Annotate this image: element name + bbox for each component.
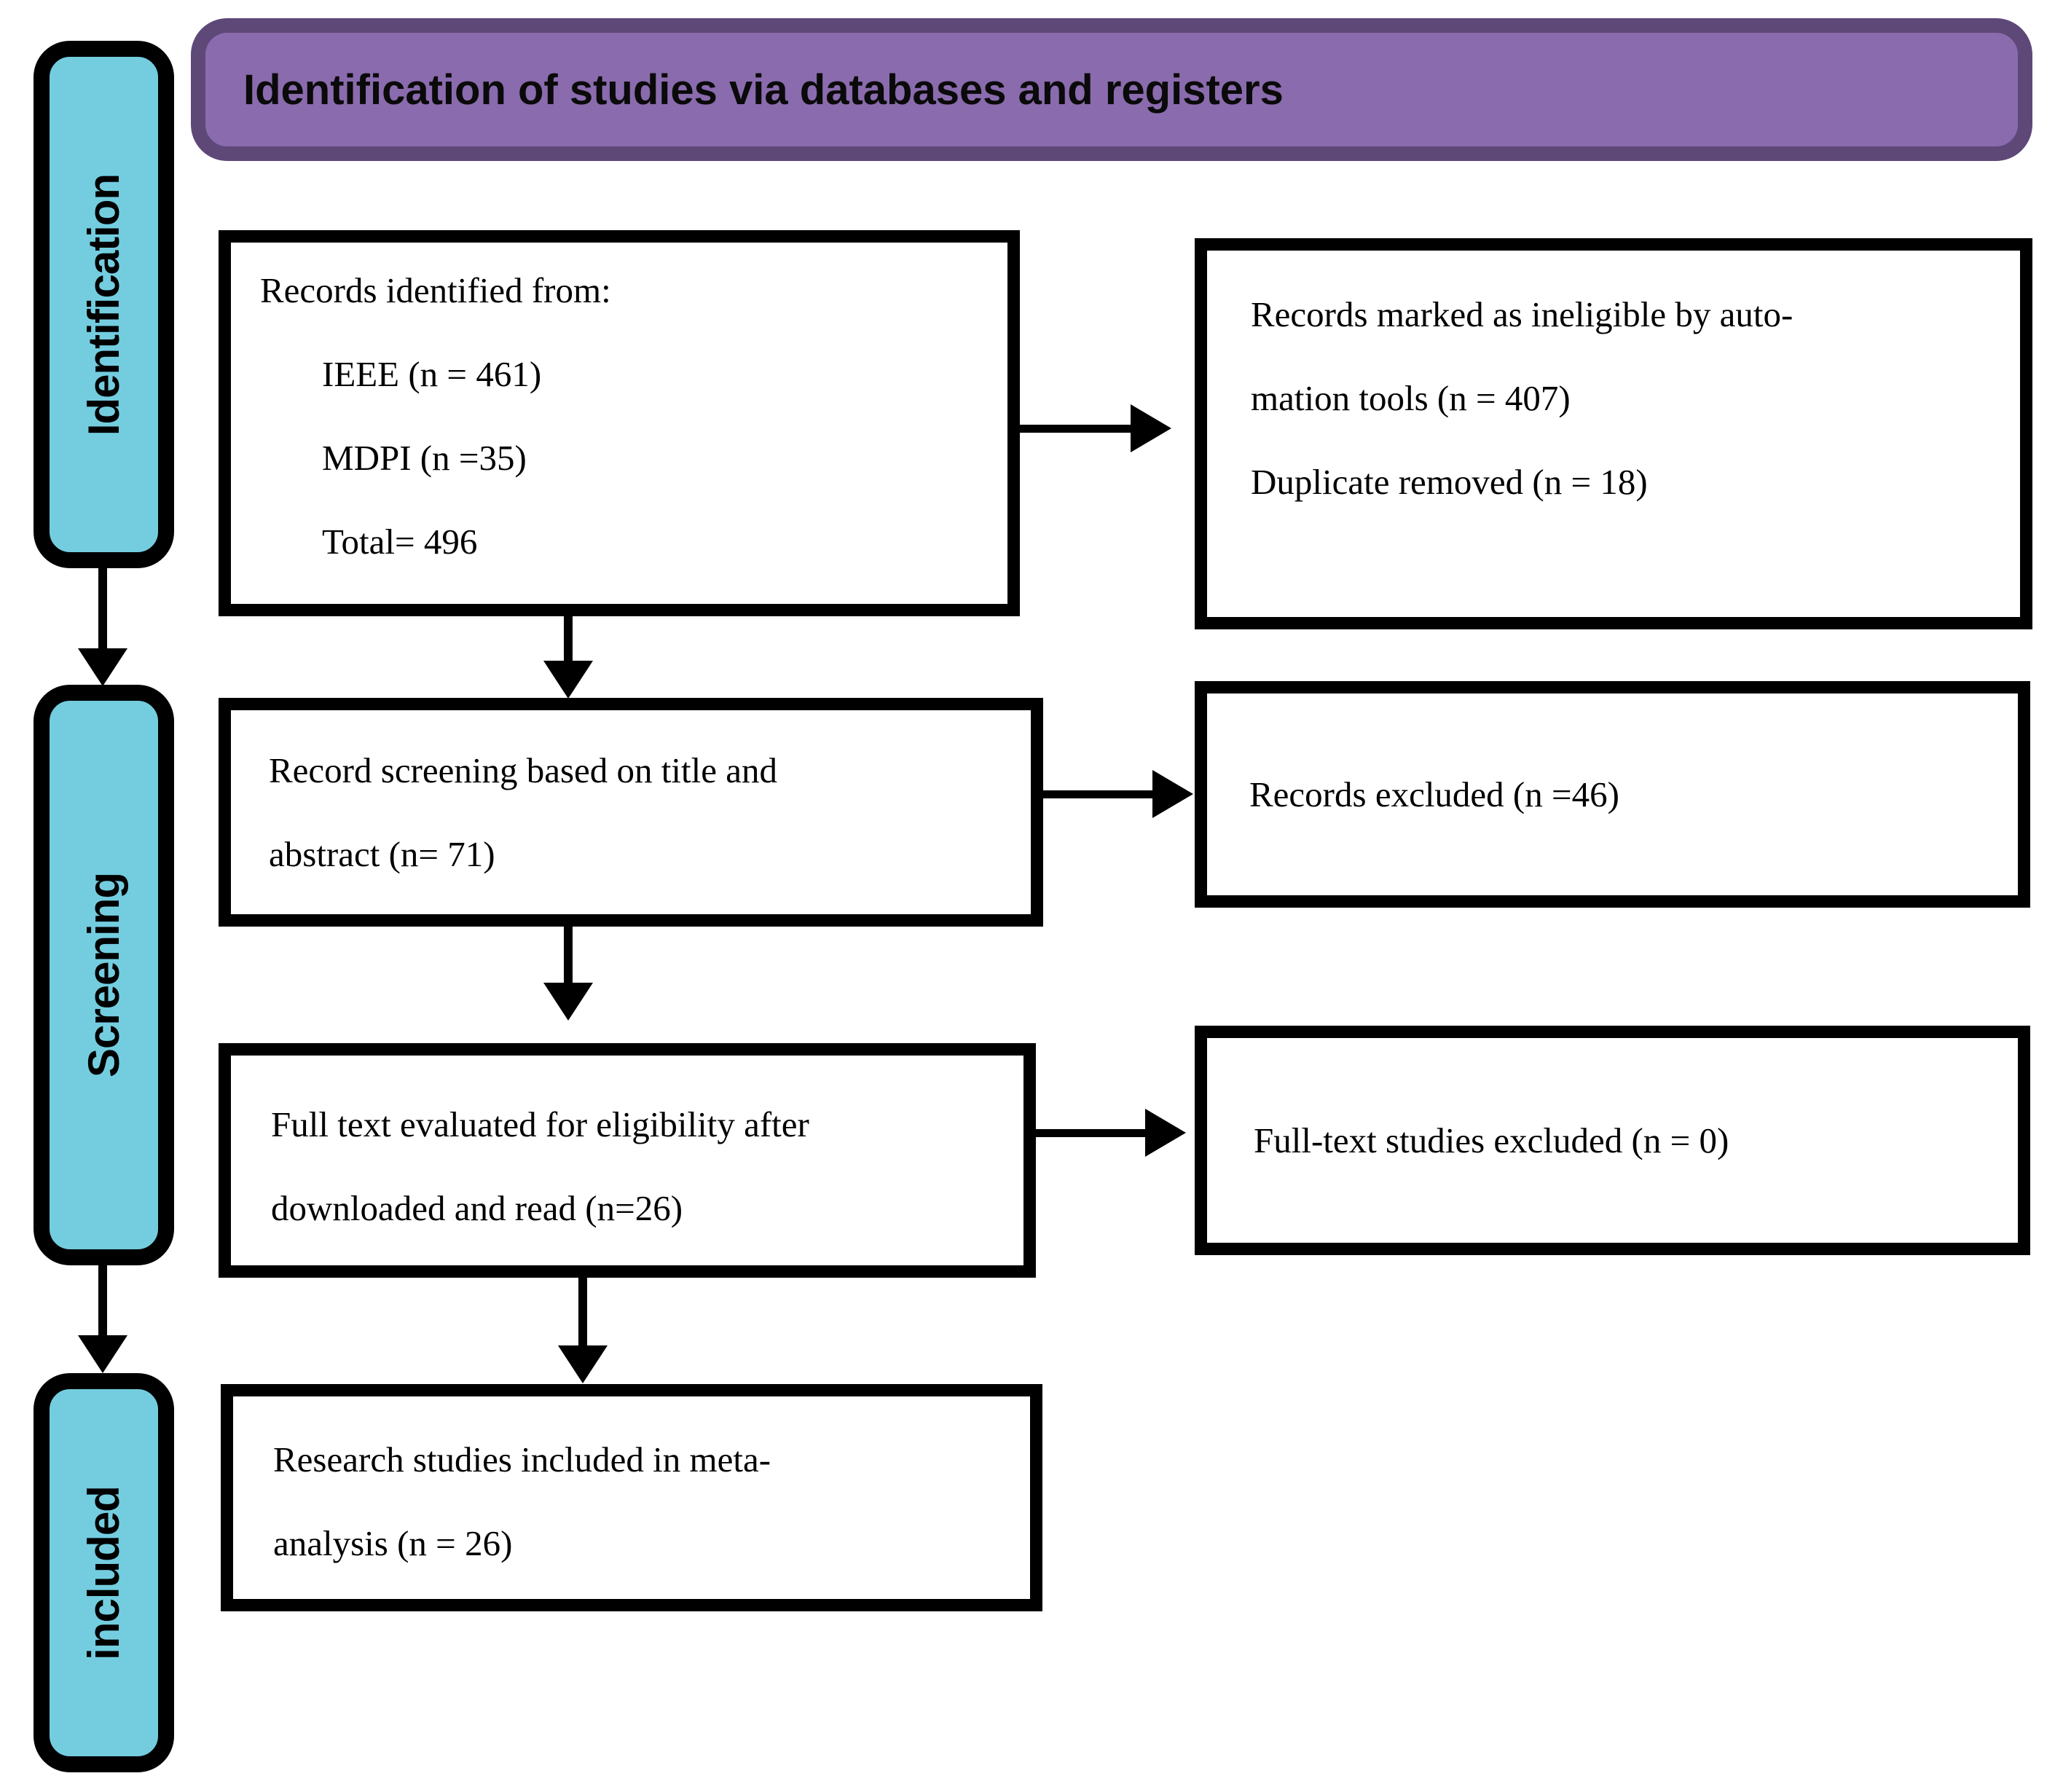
records-identified-line-1: Records identified from:	[260, 270, 611, 310]
arrow-identified-to-ineligible-line	[1018, 425, 1131, 433]
stage-screening: Screening	[34, 685, 174, 1265]
stage-identification: Identification	[34, 41, 174, 568]
arrow-fulltext-to-excluded-head	[1145, 1109, 1186, 1157]
fulltext-evaluated-line-2: downloaded and read (n=26)	[271, 1188, 683, 1228]
box-fulltext-excluded: Full-text studies excluded (n = 0)	[1195, 1026, 2030, 1255]
box-fulltext-evaluated: Full text evaluated for eligibility afte…	[219, 1043, 1036, 1278]
box-record-screening: Record screening based on title and abst…	[219, 698, 1043, 927]
studies-included-line-1: Research studies included in meta-	[273, 1439, 771, 1479]
fulltext-excluded-line-1: Full-text studies excluded (n = 0)	[1254, 1120, 1729, 1160]
stage-identification-label: Identification	[79, 173, 128, 436]
header-banner: Identification of studies via databases …	[191, 18, 2032, 161]
records-identified-line-3: MDPI (n =35)	[322, 438, 527, 478]
arrow-screening-to-excluded-head	[1152, 770, 1193, 818]
stage-screening-label: Screening	[79, 872, 129, 1078]
records-identified-line-2: IEEE (n = 461)	[322, 354, 542, 394]
arrow-identified-to-ineligible-head	[1131, 404, 1171, 452]
record-screening-line-2: abstract (n= 71)	[269, 834, 495, 874]
records-ineligible-line-3: Duplicate removed (n = 18)	[1251, 462, 1648, 502]
arrow-identification-to-screening-line	[98, 567, 107, 651]
arrow-screening-to-excluded-line	[1042, 790, 1152, 798]
arrow-fulltext-to-included-box-line	[578, 1276, 587, 1347]
header-title: Identification of studies via databases …	[243, 66, 1284, 114]
arrow-fulltext-to-included-box-head	[558, 1345, 608, 1383]
records-ineligible-line-2: mation tools (n = 407)	[1251, 378, 1571, 418]
arrow-screening-to-included-head	[78, 1335, 127, 1373]
arrow-screening-to-included-line	[98, 1264, 107, 1338]
box-records-excluded: Records excluded (n =46)	[1195, 681, 2030, 908]
records-excluded-line-1: Records excluded (n =46)	[1249, 774, 1619, 814]
arrow-identified-to-screening-box-head	[543, 661, 593, 699]
arrow-screening-to-fulltext-box-line	[564, 924, 573, 984]
fulltext-evaluated-line-1: Full text evaluated for eligibility afte…	[271, 1104, 809, 1144]
records-identified-line-4: Total= 496	[322, 522, 478, 562]
box-studies-included: Research studies included in meta- analy…	[221, 1384, 1042, 1611]
stage-included: included	[34, 1373, 174, 1772]
arrow-screening-to-fulltext-box-head	[543, 983, 593, 1021]
box-records-ineligible: Records marked as ineligible by auto- ma…	[1195, 238, 2032, 629]
records-ineligible-line-1: Records marked as ineligible by auto-	[1251, 294, 1793, 334]
studies-included-line-2: analysis (n = 26)	[273, 1523, 513, 1563]
arrow-identification-to-screening-head	[78, 648, 127, 686]
box-records-identified: Records identified from: IEEE (n = 461) …	[219, 230, 1020, 616]
record-screening-line-1: Record screening based on title and	[269, 750, 778, 790]
arrow-fulltext-to-excluded-line	[1034, 1129, 1145, 1137]
arrow-identified-to-screening-box-line	[564, 615, 573, 664]
stage-included-label: included	[79, 1485, 128, 1660]
